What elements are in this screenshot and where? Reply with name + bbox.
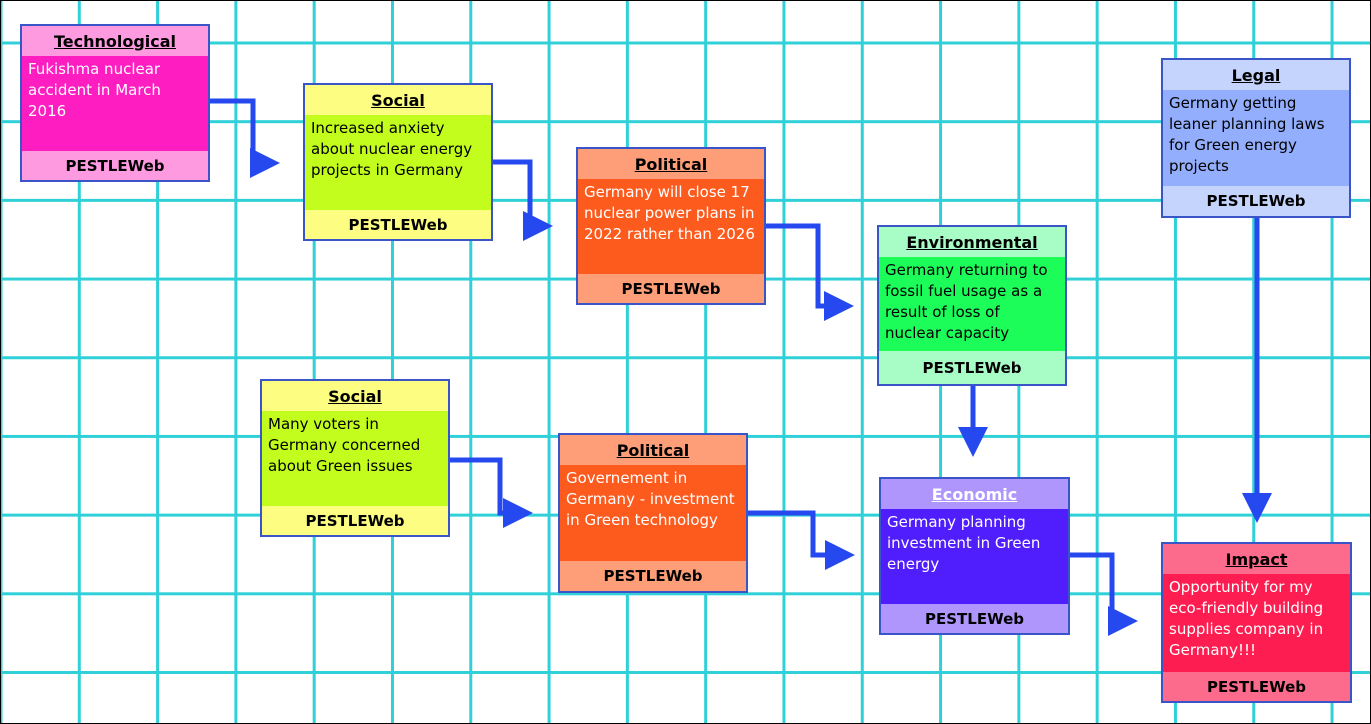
card-legal-title[interactable]: Legal xyxy=(1231,65,1281,85)
card-social-1-body: Increased anxiety about nuclear energy p… xyxy=(305,115,491,210)
card-political-2[interactable]: Political Governement in Germany - inves… xyxy=(558,433,748,593)
card-impact-body: Opportunity for my eco-friendly building… xyxy=(1163,574,1350,672)
card-technological-title[interactable]: Technological xyxy=(53,31,177,51)
card-political-1-footer: PESTLEWeb xyxy=(621,279,721,298)
card-social-2-footer: PESTLEWeb xyxy=(305,511,405,530)
card-legal-body: Germany getting leaner planning laws for… xyxy=(1163,90,1349,186)
arrow-political-to-environmental[interactable] xyxy=(766,223,854,321)
card-environmental-title[interactable]: Environmental xyxy=(906,232,1038,252)
card-economic-footer: PESTLEWeb xyxy=(924,609,1024,628)
card-political-1[interactable]: Political Germany will close 17 nuclear … xyxy=(576,147,766,305)
card-impact[interactable]: Impact Opportunity for my eco-friendly b… xyxy=(1161,542,1352,703)
card-political-2-body: Governement in Germany - investment in G… xyxy=(560,465,746,561)
card-environmental[interactable]: Environmental Germany returning to fossi… xyxy=(877,225,1067,386)
card-impact-footer: PESTLEWeb xyxy=(1206,677,1306,696)
card-technological-body: Fukishma nuclear accident in March 2016 xyxy=(22,56,208,151)
arrow-political2-to-economic[interactable] xyxy=(748,510,855,570)
card-political-1-title[interactable]: Political xyxy=(634,154,708,174)
card-economic[interactable]: Economic Germany planning investment in … xyxy=(879,477,1070,635)
card-political-2-title[interactable]: Political xyxy=(616,440,690,460)
card-technological[interactable]: Technological Fukishma nuclear accident … xyxy=(20,24,210,182)
card-legal[interactable]: Legal Germany getting leaner planning la… xyxy=(1161,58,1351,218)
arrow-social-to-political[interactable] xyxy=(493,159,553,241)
card-social-1[interactable]: Social Increased anxiety about nuclear e… xyxy=(303,83,493,241)
card-political-2-footer: PESTLEWeb xyxy=(603,567,703,585)
card-impact-title[interactable]: Impact xyxy=(1225,549,1288,569)
card-political-1-body: Germany will close 17 nuclear power plan… xyxy=(578,179,764,274)
card-economic-title[interactable]: Economic xyxy=(931,484,1018,504)
card-social-1-title[interactable]: Social xyxy=(371,90,425,110)
card-social-1-footer: PESTLEWeb xyxy=(348,215,448,234)
card-legal-footer: PESTLEWeb xyxy=(1206,192,1306,210)
arrow-social2-to-political2[interactable] xyxy=(450,457,533,528)
card-environmental-body: Germany returning to fossil fuel usage a… xyxy=(879,257,1065,351)
card-social-2[interactable]: Social Many voters in Germany concerned … xyxy=(260,379,450,537)
card-social-2-body: Many voters in Germany concerned about G… xyxy=(262,411,448,506)
card-environmental-footer: PESTLEWeb xyxy=(922,358,1022,377)
card-economic-body: Germany planning investment in Green ene… xyxy=(881,509,1068,604)
arrow-technological-to-social[interactable] xyxy=(209,98,280,178)
card-technological-footer: PESTLEWeb xyxy=(65,156,165,175)
arrow-economic-to-impact[interactable] xyxy=(1069,552,1138,636)
card-social-2-title[interactable]: Social xyxy=(328,386,382,406)
